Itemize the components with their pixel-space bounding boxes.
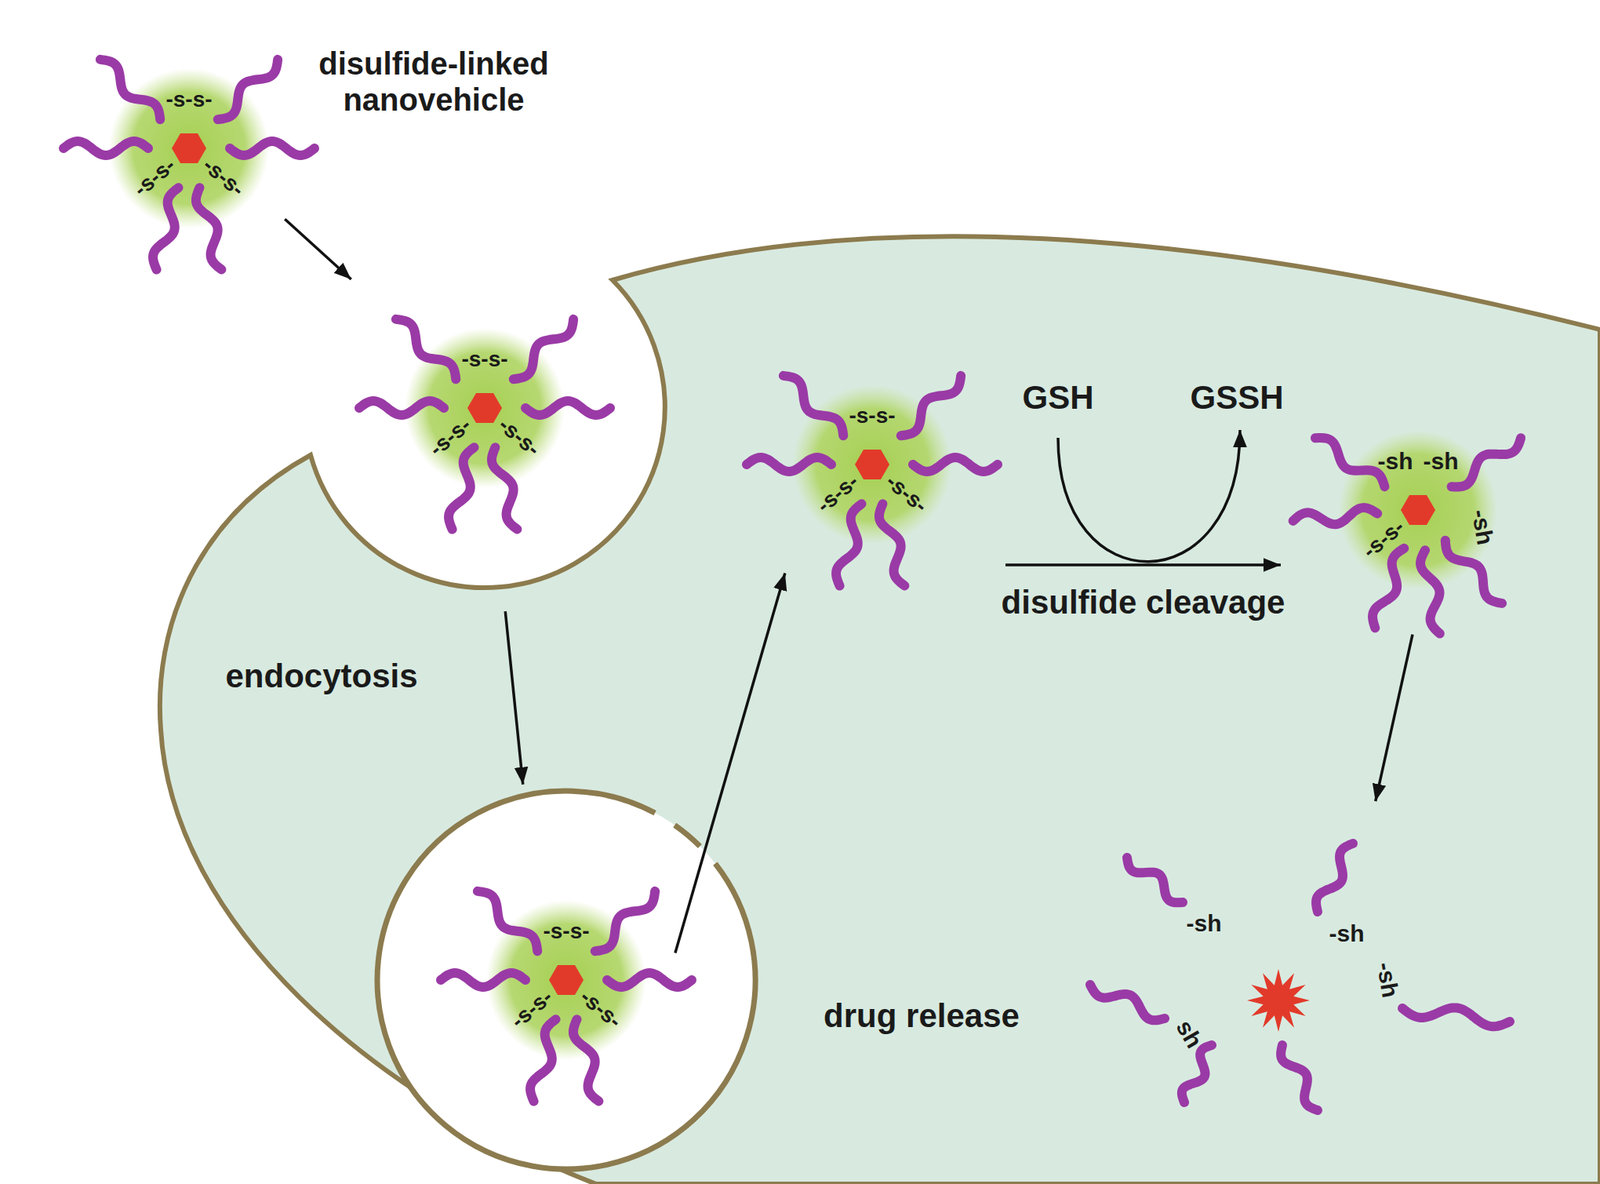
polymer-chain xyxy=(607,972,692,987)
annotation-label: drug release xyxy=(823,996,1020,1035)
process-arrow xyxy=(505,610,524,785)
polymer-chain xyxy=(901,375,961,436)
polymer-chain xyxy=(196,187,222,270)
drug-hexagon xyxy=(1400,494,1436,525)
polymer-chain xyxy=(912,457,998,472)
polymer-chain xyxy=(1315,437,1385,487)
polymer-fragment xyxy=(1316,843,1353,912)
micelle-core xyxy=(486,899,647,1060)
process-arrow xyxy=(1005,563,1281,567)
node-heading: disulfide-linked nanovehicle xyxy=(292,45,575,118)
nanovehicle-shape xyxy=(1339,431,1497,589)
nanovehicle: -s-s--s-s--s-s- xyxy=(793,385,951,543)
process-arrow xyxy=(1375,634,1413,802)
polymer-chain xyxy=(783,375,844,436)
released-drug xyxy=(1247,968,1310,1032)
bond-label: -sh xyxy=(1423,447,1459,476)
annotation-label: GSSH xyxy=(1189,378,1284,417)
annotation-label: GSH xyxy=(1021,378,1094,417)
polymer-chain xyxy=(359,400,444,415)
polymer-chain xyxy=(63,141,149,156)
bond-label: -sh xyxy=(1378,447,1414,476)
drug-hexagon xyxy=(467,392,502,423)
process-arrow xyxy=(675,572,786,953)
polymer-fragment xyxy=(1280,1044,1318,1110)
polymer-chain xyxy=(513,319,574,379)
endosome-membrane xyxy=(377,790,756,1169)
redox-arrow xyxy=(1058,429,1240,562)
bond-label: -sh xyxy=(1186,909,1222,938)
polymer-chain xyxy=(1445,540,1502,604)
polymer-chain xyxy=(440,972,526,987)
bond-label: -s-s- xyxy=(461,346,508,372)
polymer-fragment xyxy=(1127,857,1183,902)
nanovehicle: disulfide-linked nanovehicle-s-s--s-s--s… xyxy=(110,69,268,227)
polymer-chain xyxy=(1293,507,1379,524)
endosome-lumen xyxy=(377,790,756,1169)
nanovehicle: -sh-sh-sh-s-s- xyxy=(1339,431,1497,589)
micelle-core xyxy=(404,327,565,488)
polymer-chain xyxy=(448,447,474,529)
polymer-chain xyxy=(396,319,456,379)
micelle-core xyxy=(109,68,270,229)
polymer-chain xyxy=(491,447,517,529)
annotation-label: endocytosis xyxy=(225,657,418,695)
polymer-fragment xyxy=(1402,1007,1510,1026)
polymer-chain xyxy=(746,457,832,472)
polymer-chain xyxy=(1420,549,1440,633)
polymer-chain xyxy=(836,503,862,586)
released-fragments: -sh-sh-shsh xyxy=(1082,839,1522,1161)
endosome-membrane-fragment xyxy=(674,825,700,847)
edge-label: disulfide cleavage xyxy=(998,583,1289,622)
polymer-chain xyxy=(152,187,179,270)
polymer-chain xyxy=(100,59,160,120)
drug-hexagon xyxy=(549,964,584,995)
micelle-core xyxy=(792,384,953,545)
polymer-chain xyxy=(229,141,315,156)
nanovehicle: -s-s--s-s--s-s- xyxy=(487,901,645,1059)
polymer-chain xyxy=(1451,437,1521,487)
polymer-fragment xyxy=(1090,984,1165,1020)
polymer-fragment xyxy=(1181,1044,1212,1102)
bond-label: -sh xyxy=(1329,920,1365,948)
bond-label: -s-s- xyxy=(848,403,895,429)
polymer-chain xyxy=(879,503,905,586)
polymer-chain xyxy=(525,400,611,415)
polymer-chain xyxy=(595,890,655,951)
fragment-shape xyxy=(1082,839,1522,1161)
drug-hexagon xyxy=(171,133,207,164)
polymer-chain xyxy=(218,59,278,120)
bond-label: -s-s- xyxy=(542,918,590,944)
drug-hexagon xyxy=(854,449,890,480)
nanovehicle: -s-s--s-s--s-s- xyxy=(406,329,564,487)
process-arrow xyxy=(284,218,352,280)
polymer-chain xyxy=(477,890,538,951)
bond-label: -s-s- xyxy=(165,87,212,113)
cell-membrane xyxy=(160,236,1600,1184)
polymer-chain xyxy=(530,1018,556,1101)
bond-label: -sh xyxy=(1370,960,1404,1000)
polymer-chain xyxy=(573,1018,599,1101)
